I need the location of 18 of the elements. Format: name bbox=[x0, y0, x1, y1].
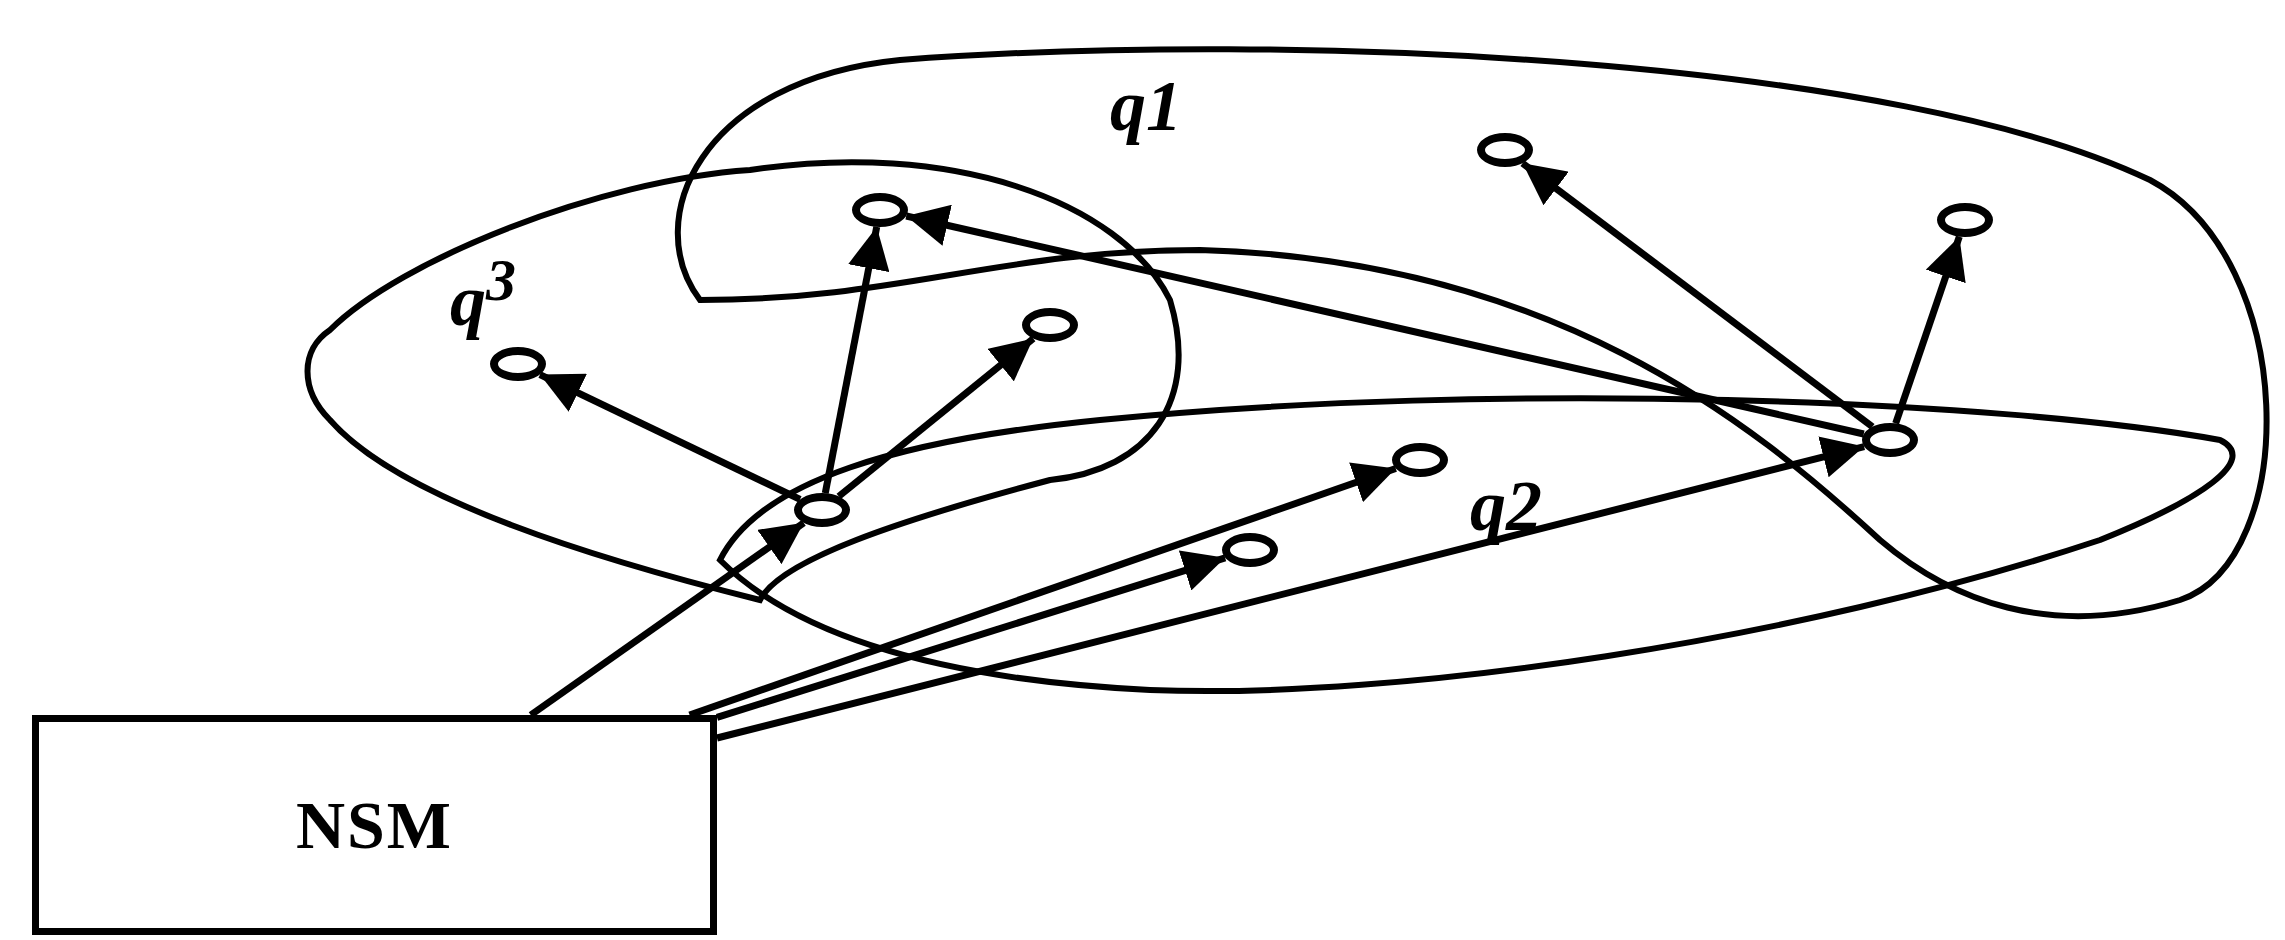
arrow bbox=[715, 550, 1227, 721]
arrow bbox=[1520, 160, 1875, 430]
arrow bbox=[905, 204, 1865, 438]
state-circle bbox=[1477, 133, 1533, 167]
state-circle bbox=[1862, 423, 1918, 457]
arrow bbox=[538, 371, 802, 503]
arrow bbox=[836, 335, 1036, 500]
state-circle bbox=[1022, 308, 1078, 342]
arrow bbox=[821, 226, 890, 494]
state-circle bbox=[1937, 203, 1993, 237]
state-circle bbox=[490, 347, 546, 381]
state-circle bbox=[1222, 533, 1278, 567]
state-circle bbox=[852, 193, 908, 227]
arrow bbox=[1892, 235, 1966, 425]
arrow bbox=[716, 436, 1866, 742]
module-box: NSM bbox=[32, 715, 717, 935]
state-circle bbox=[1392, 443, 1448, 477]
state-circle bbox=[794, 493, 850, 527]
